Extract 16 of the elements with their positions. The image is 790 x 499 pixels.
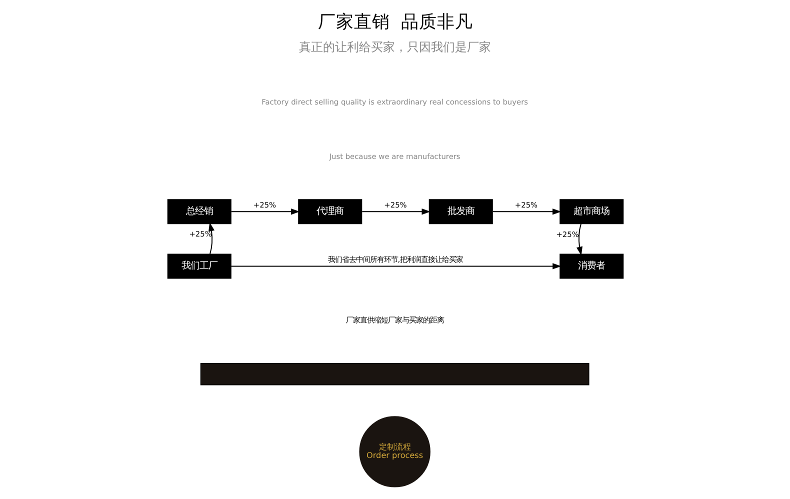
node-box: 总经销 <box>166 199 231 224</box>
arrow <box>576 224 582 256</box>
arrow <box>208 222 214 254</box>
arrow <box>230 263 561 270</box>
node-bar <box>200 362 589 386</box>
diagram-title: 厂家直销 品质非凡 <box>317 12 473 33</box>
node-box: 超市商场 <box>559 199 624 224</box>
node-box: 消费者 <box>559 254 624 279</box>
arrow <box>362 208 430 215</box>
node-circle: 定制流程 Order process <box>356 414 432 490</box>
arrow <box>230 208 300 215</box>
arrow <box>492 208 561 215</box>
node-box: 批发商 <box>428 199 492 224</box>
node-box: 我们工厂 <box>166 254 231 279</box>
label: 真正的让利给买家，只因我们是厂家 <box>298 40 490 54</box>
node-box: 代理商 <box>298 199 362 224</box>
